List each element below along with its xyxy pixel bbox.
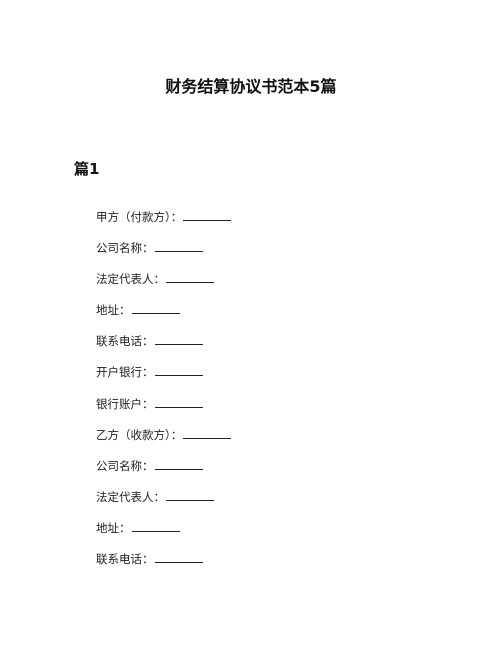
field-label: 地址： (96, 303, 131, 318)
field-line-payer: 甲方（付款方）： (96, 208, 232, 239)
field-label: 地址： (96, 520, 131, 535)
fill-in-blank (154, 396, 203, 408)
field-label: 法定代表人： (96, 489, 165, 504)
fill-in-blank (131, 520, 180, 532)
field-line-payer-account: 银行账户： (96, 395, 231, 426)
field-label: 甲方（付款方）： (96, 210, 183, 224)
field-line-payee-representative: 法定代表人： (96, 488, 231, 519)
field-label: 公司名称： (96, 241, 154, 256)
field-line-payer-address: 地址： (96, 301, 231, 332)
field-line-payer-company: 公司名称： (96, 239, 231, 270)
fill-in-blank (166, 489, 214, 501)
field-line-payee-phone: 联系电话： (96, 550, 231, 581)
field-label: 法定代表人： (96, 272, 165, 287)
field-line-payer-bank: 开户银行： (96, 363, 231, 394)
fill-in-blank (183, 427, 232, 439)
field-label: 乙方（收款方）： (96, 427, 183, 442)
fill-in-blank (166, 271, 214, 284)
field-line-payer-phone: 联系电话： (96, 332, 231, 363)
fill-in-blank (154, 364, 203, 377)
field-list: 甲方（付款方）： 公司名称： 法定代表人： 地址： 联系电话： 开户银行： 银行… (96, 208, 232, 581)
field-line-payee-company: 公司名称： (96, 457, 231, 488)
field-label: 联系电话： (96, 552, 154, 567)
field-line-payer-representative: 法定代表人： (96, 270, 231, 301)
field-label: 联系电话： (96, 334, 154, 349)
field-line-payee: 乙方（收款方）： (96, 426, 232, 457)
field-line-payee-address: 地址： (96, 519, 231, 550)
fill-in-blank (154, 551, 203, 564)
field-label: 开户银行： (96, 365, 154, 380)
fill-in-blank (154, 240, 203, 253)
document-title: 财务结算协议书范本5篇 (165, 77, 337, 96)
fill-in-blank (154, 333, 203, 346)
field-label: 银行账户： (96, 396, 154, 411)
fill-in-blank (131, 302, 180, 315)
field-label: 公司名称： (96, 458, 154, 473)
section-heading: 篇1 (74, 160, 100, 178)
fill-in-blank (183, 209, 232, 221)
fill-in-blank (154, 458, 203, 470)
